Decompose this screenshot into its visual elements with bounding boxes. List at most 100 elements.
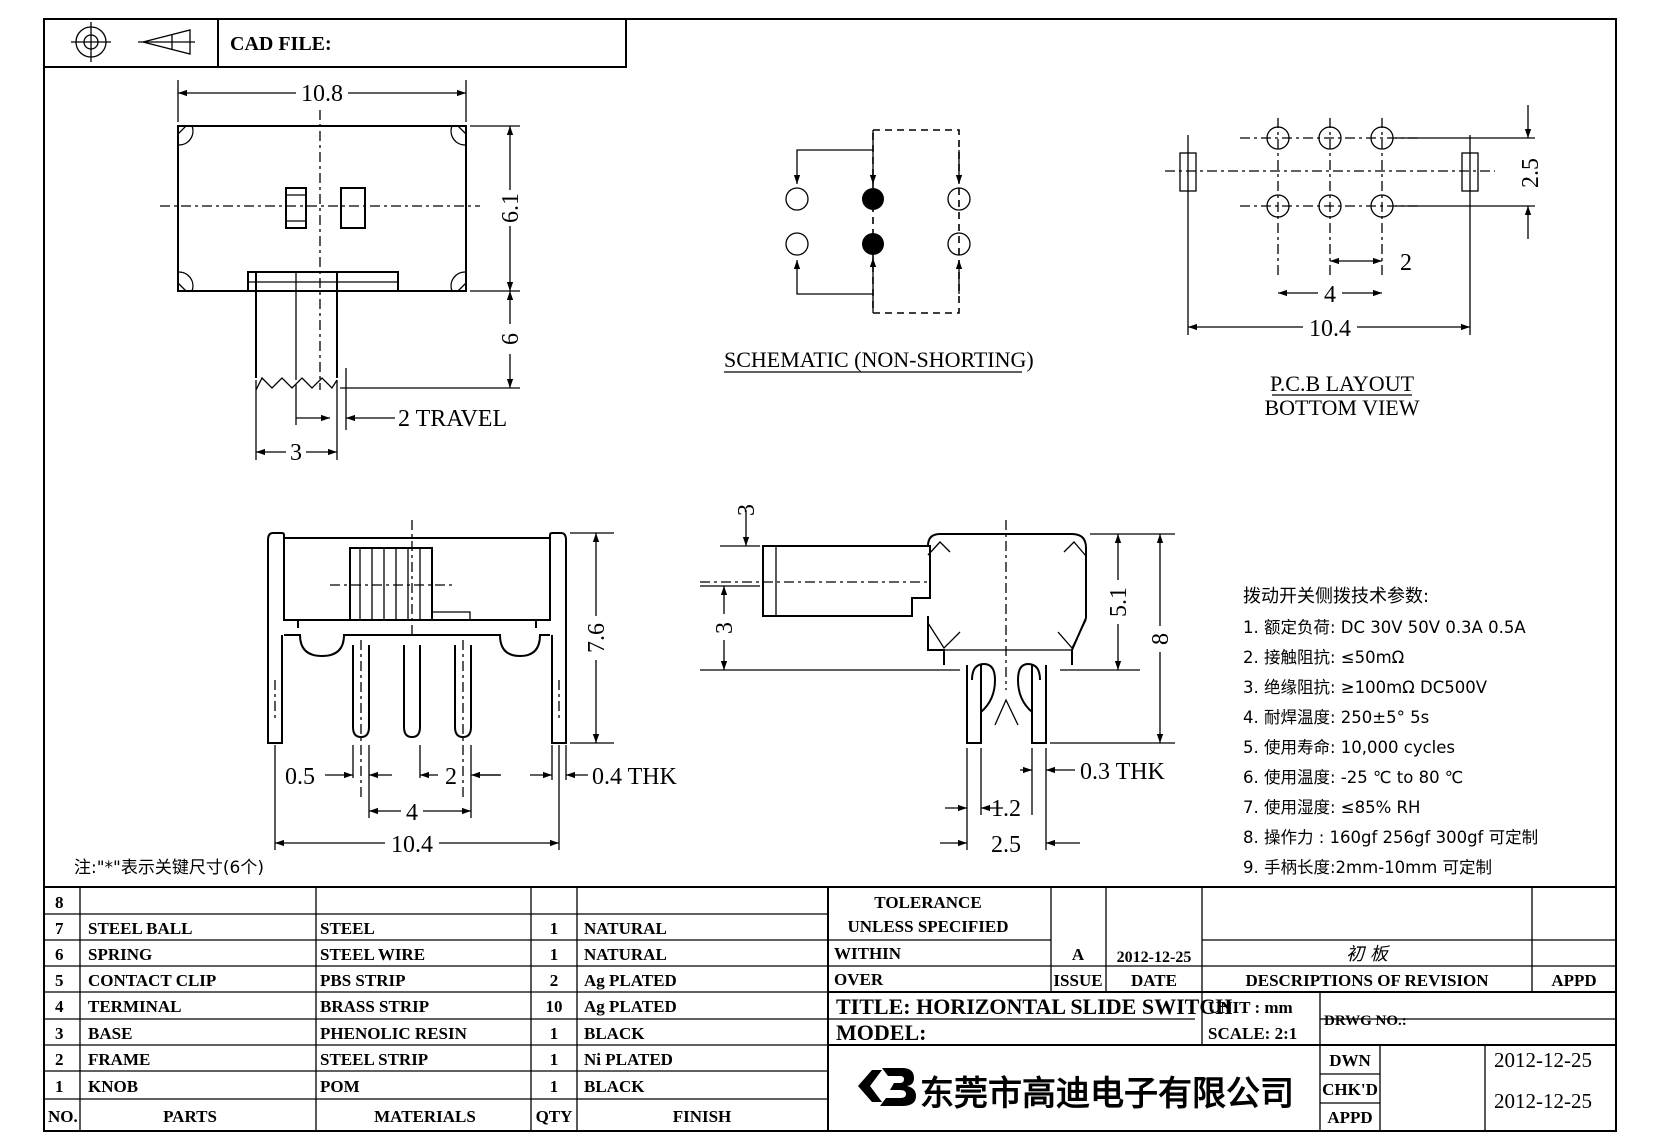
tolerance-label: TOLERANCE [874, 893, 981, 912]
bom-no: 6 [55, 945, 64, 964]
bom-finish: NATURAL [584, 919, 667, 938]
bom-material: STEEL [320, 919, 375, 938]
bom-no: 1 [55, 1077, 64, 1096]
spec-title: 拨动开关侧拨技术参数: [1243, 586, 1429, 607]
dim-knob-width: 3 [290, 440, 302, 466]
spec-list: 拨动开关侧拨技术参数: 1. 额定负荷: DC 30V 50V 0.3A 0.5… [1243, 586, 1538, 877]
bom-finish: NATURAL [584, 945, 667, 964]
chk-date: 2012-12-25 [1494, 1089, 1592, 1113]
dim-side-total: 8 [1148, 633, 1174, 645]
schematic-caption: SCHEMATIC (NON-SHORTING) [724, 347, 1034, 372]
spec-item: 3. 绝缘阻抗: ≥100mΩ DC500V [1243, 678, 1488, 697]
bom-part: TERMINAL [88, 997, 182, 1016]
bom-finish: BLACK [584, 1077, 645, 1096]
side-view: 3 3 5.1 8 0.3 THK 1.2 2.5 [700, 504, 1175, 858]
bom-material: STEEL WIRE [320, 945, 425, 964]
top-view: 10.8 6.1 6 2 TRAVEL 3 [160, 80, 524, 466]
bom-material: STEEL STRIP [320, 1050, 428, 1069]
dim-pcb-span: 4 [1324, 282, 1336, 308]
dim-front-pitch: 2 [445, 764, 457, 790]
bom-no: 2 [55, 1050, 64, 1069]
dim-pcb-total: 10.4 [1309, 316, 1351, 342]
bom-material: PHENOLIC RESIN [320, 1024, 468, 1043]
unit-label: UNIT : mm [1208, 998, 1293, 1017]
issue-label: ISSUE [1053, 971, 1102, 990]
dim-width: 10.8 [301, 81, 343, 107]
over-label: OVER [834, 970, 884, 989]
dim-pin-width: 0.5 [285, 764, 315, 790]
cad-file-label: CAD FILE: [230, 33, 332, 55]
spec-item: 9. 手柄长度:2mm-10mm 可定制 [1243, 858, 1492, 877]
pcb-layout: 2.5 2 4 10.4 P.C.B LAYOUT BOTTOM VIEW [1165, 105, 1544, 420]
bom-qty: 1 [550, 1024, 559, 1043]
terminal-open [947, 187, 971, 211]
pcb-caption-2: BOTTOM VIEW [1264, 395, 1419, 420]
appd-row-label: APPD [1327, 1108, 1372, 1127]
company-logo-icon [858, 1068, 916, 1106]
dim-side-knob: 3 [712, 622, 738, 634]
terminal-common [862, 188, 884, 210]
bom-header-materials: MATERIALS [374, 1107, 476, 1126]
terminal-open [785, 187, 809, 211]
dim-side-body: 5.1 [1106, 587, 1132, 617]
drwg-no-label: DRWG NO.: [1324, 1013, 1407, 1029]
bom-part: STEEL BALL [88, 919, 192, 938]
bom-header-qty: QTY [536, 1107, 573, 1126]
bom-finish: BLACK [584, 1024, 645, 1043]
schematic: SCHEMATIC (NON-SHORTING) [724, 129, 1034, 373]
bom-finish: Ag PLATED [584, 971, 677, 990]
bom-part: KNOB [88, 1077, 138, 1096]
issue-value: A [1072, 945, 1085, 964]
bom-qty: 10 [546, 997, 563, 1016]
bom-part: CONTACT CLIP [88, 971, 216, 990]
dim-front-height: 7.6 [584, 623, 610, 653]
bom-finish: Ag PLATED [584, 997, 677, 1016]
dim-pcb-pitch-v: 2.5 [1518, 158, 1544, 188]
key-dimension-note: 注:"*"表示关键尺寸(6个) [74, 858, 264, 878]
bom-material: POM [320, 1077, 360, 1096]
bom-table [44, 886, 1616, 1131]
dim-side-top: 3 [734, 504, 760, 516]
bom-rows: 8 7 STEEL BALL STEEL 1 NATURAL 6 SPRING … [48, 893, 731, 1126]
sheet-border [43, 18, 1617, 1132]
dim-front-total: 10.4 [391, 832, 433, 858]
dim-side-pin: 1.2 [991, 796, 1021, 822]
issue-date: 2012-12-25 [1117, 949, 1192, 966]
company-name: 东莞市高迪电子有限公司 [920, 1074, 1294, 1114]
dim-front-span: 4 [406, 800, 418, 826]
within-label: WITHIN [834, 944, 902, 963]
bom-qty: 1 [550, 945, 559, 964]
revision-note: 初 板 [1346, 944, 1391, 965]
terminal-open [785, 232, 809, 256]
pcb-caption-1: P.C.B LAYOUT [1270, 371, 1415, 396]
header-box: CAD FILE: [44, 19, 627, 68]
dim-side-thk: 0.3 THK [1080, 759, 1166, 785]
bom-material: BRASS STRIP [320, 997, 429, 1016]
bom-qty: 1 [550, 919, 559, 938]
dim-travel: 2 TRAVEL [398, 406, 507, 432]
bom-material: PBS STRIP [320, 971, 406, 990]
appd-label: APPD [1551, 971, 1596, 990]
drawing-title: TITLE: HORIZONTAL SLIDE SWITCH [836, 994, 1232, 1019]
dim-side-width: 2.5 [991, 832, 1021, 858]
bom-header-parts: PARTS [163, 1107, 217, 1126]
spec-item: 4. 耐焊温度: 250±5° 5s [1243, 708, 1429, 727]
projection-symbol-icon [71, 22, 195, 62]
date-label: DATE [1131, 971, 1177, 990]
bom-part: BASE [88, 1024, 132, 1043]
model-label: MODEL: [836, 1020, 926, 1045]
dwn-label: DWN [1329, 1051, 1371, 1070]
bom-qty: 1 [550, 1050, 559, 1069]
bom-part: FRAME [88, 1050, 150, 1069]
bom-header-no: NO. [48, 1107, 78, 1126]
unless-specified-label: UNLESS SPECIFIED [847, 917, 1008, 936]
bom-no: 7 [55, 919, 64, 938]
dim-height: 6.1 [498, 193, 524, 223]
dwn-date: 2012-12-25 [1494, 1048, 1592, 1072]
bom-part: SPRING [88, 945, 152, 964]
dim-front-thk: 0.4 THK [592, 764, 678, 790]
dim-knob-length: 6 [498, 333, 524, 345]
spec-item: 1. 额定负荷: DC 30V 50V 0.3A 0.5A [1243, 618, 1526, 637]
terminal-open [947, 232, 971, 256]
